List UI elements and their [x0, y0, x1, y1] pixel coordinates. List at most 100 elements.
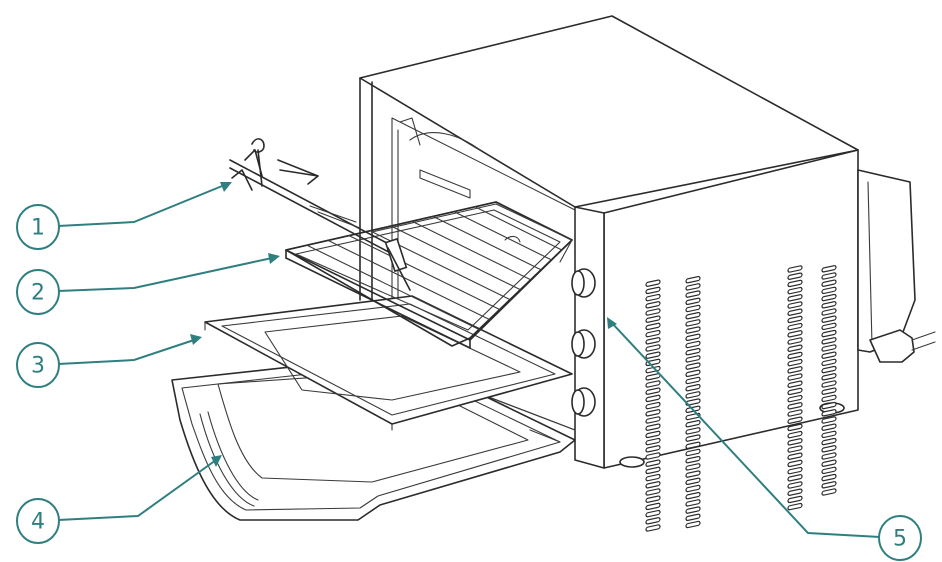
vent-slot: [685, 434, 701, 442]
vent-slot: [645, 279, 661, 287]
vent-slot: [787, 308, 803, 316]
vent-slot: [685, 448, 701, 457]
vent-slot: [787, 322, 803, 331]
rack-bar: [411, 220, 532, 281]
vent-slot: [787, 394, 803, 403]
vent-slot: [821, 416, 837, 424]
vent-slot: [787, 366, 803, 374]
vent-slot: [787, 416, 803, 424]
callout-5-label: 5: [893, 527, 907, 552]
rack-bar: [306, 244, 481, 331]
vent-slot: [821, 452, 837, 460]
rack-bar: [327, 239, 491, 321]
vent-slot: [685, 297, 701, 306]
vent-slot: [645, 329, 661, 338]
vent-slot: [787, 466, 803, 475]
vent-slot: [787, 330, 803, 338]
leader-1: [57, 183, 228, 227]
vent-slot: [645, 301, 661, 309]
callout-5: 5: [878, 515, 922, 561]
vent-slot: [787, 409, 803, 417]
vent-slot: [645, 387, 661, 395]
vent-slot: [821, 329, 837, 338]
vent-slot: [821, 365, 837, 374]
vent-slot: [821, 423, 837, 431]
vent-slot: [821, 459, 837, 467]
vent-slot: [645, 445, 661, 453]
vent-slot: [787, 294, 803, 302]
vent-slot: [685, 362, 701, 370]
vent-slot: [685, 391, 701, 399]
vent-slot: [645, 481, 661, 489]
vent-slot: [685, 491, 701, 500]
vent-slot: [821, 293, 837, 302]
knob-top: [571, 268, 596, 298]
vent-slot: [685, 340, 701, 349]
vent-slot: [685, 376, 701, 385]
rotisserie-spit: [229, 138, 411, 291]
vent-slot: [645, 409, 661, 417]
vent-slot: [685, 477, 701, 486]
vent-slot: [685, 311, 701, 320]
vent-slot: [645, 452, 661, 460]
vent-slot: [685, 275, 701, 284]
vent-slot: [685, 506, 701, 514]
vent-slot: [645, 473, 661, 482]
callout-4-label: 4: [31, 510, 45, 535]
rack-bar: [390, 225, 522, 291]
vent-slot: [645, 337, 661, 345]
callout-2-label: 2: [31, 281, 45, 306]
vent-slot: [787, 387, 803, 396]
vent-slot: [645, 416, 661, 424]
callout-3: 3: [16, 342, 60, 388]
vent-slot: [685, 347, 701, 356]
vent-slot: [685, 290, 701, 298]
vent-slot: [685, 441, 701, 450]
callout-1: 1: [16, 204, 60, 250]
vent-slot: [645, 509, 661, 518]
vent-slot: [685, 463, 701, 471]
vent-slot: [821, 272, 837, 280]
rack-bar: [432, 215, 542, 271]
vent-slot: [685, 470, 701, 478]
vent-slot: [645, 495, 661, 503]
rack-bar: [453, 211, 553, 261]
vent-slot: [787, 495, 803, 504]
rack-bar: [474, 206, 563, 251]
vent-slot: [821, 351, 837, 359]
vent-slot: [685, 369, 701, 378]
vent-slot: [685, 427, 701, 435]
callout-3-label: 3: [31, 354, 45, 379]
vent-slot: [821, 301, 837, 309]
vent-slot: [787, 286, 803, 295]
vent-slot: [685, 520, 701, 529]
callout-4: 4: [16, 498, 60, 544]
vent-slot: [645, 351, 661, 359]
rack-bar: [348, 235, 502, 311]
vent-slot: [821, 358, 837, 367]
vent-slot: [645, 315, 661, 323]
vent-slot: [787, 423, 803, 432]
vent-slot: [645, 401, 661, 410]
vent-slot: [821, 322, 837, 331]
vent-slot: [821, 445, 837, 453]
vent-slot: [645, 344, 661, 352]
vent-slot: [645, 394, 661, 403]
callout-1-label: 1: [31, 216, 45, 241]
control-knobs: [571, 268, 596, 417]
vent-slot: [645, 488, 661, 496]
vent-slot: [787, 301, 803, 309]
vent-slot: [787, 459, 803, 468]
vent-slot: [685, 355, 701, 363]
vent-slot: [685, 455, 701, 464]
vent-slot: [685, 319, 701, 327]
vent-slots: [645, 265, 837, 532]
baking-tray: [204, 295, 573, 431]
vent-slot: [821, 373, 837, 381]
vent-slot: [645, 286, 661, 295]
vent-slot: [821, 344, 837, 352]
vent-slot: [821, 401, 837, 410]
vent-slot: [645, 437, 661, 446]
